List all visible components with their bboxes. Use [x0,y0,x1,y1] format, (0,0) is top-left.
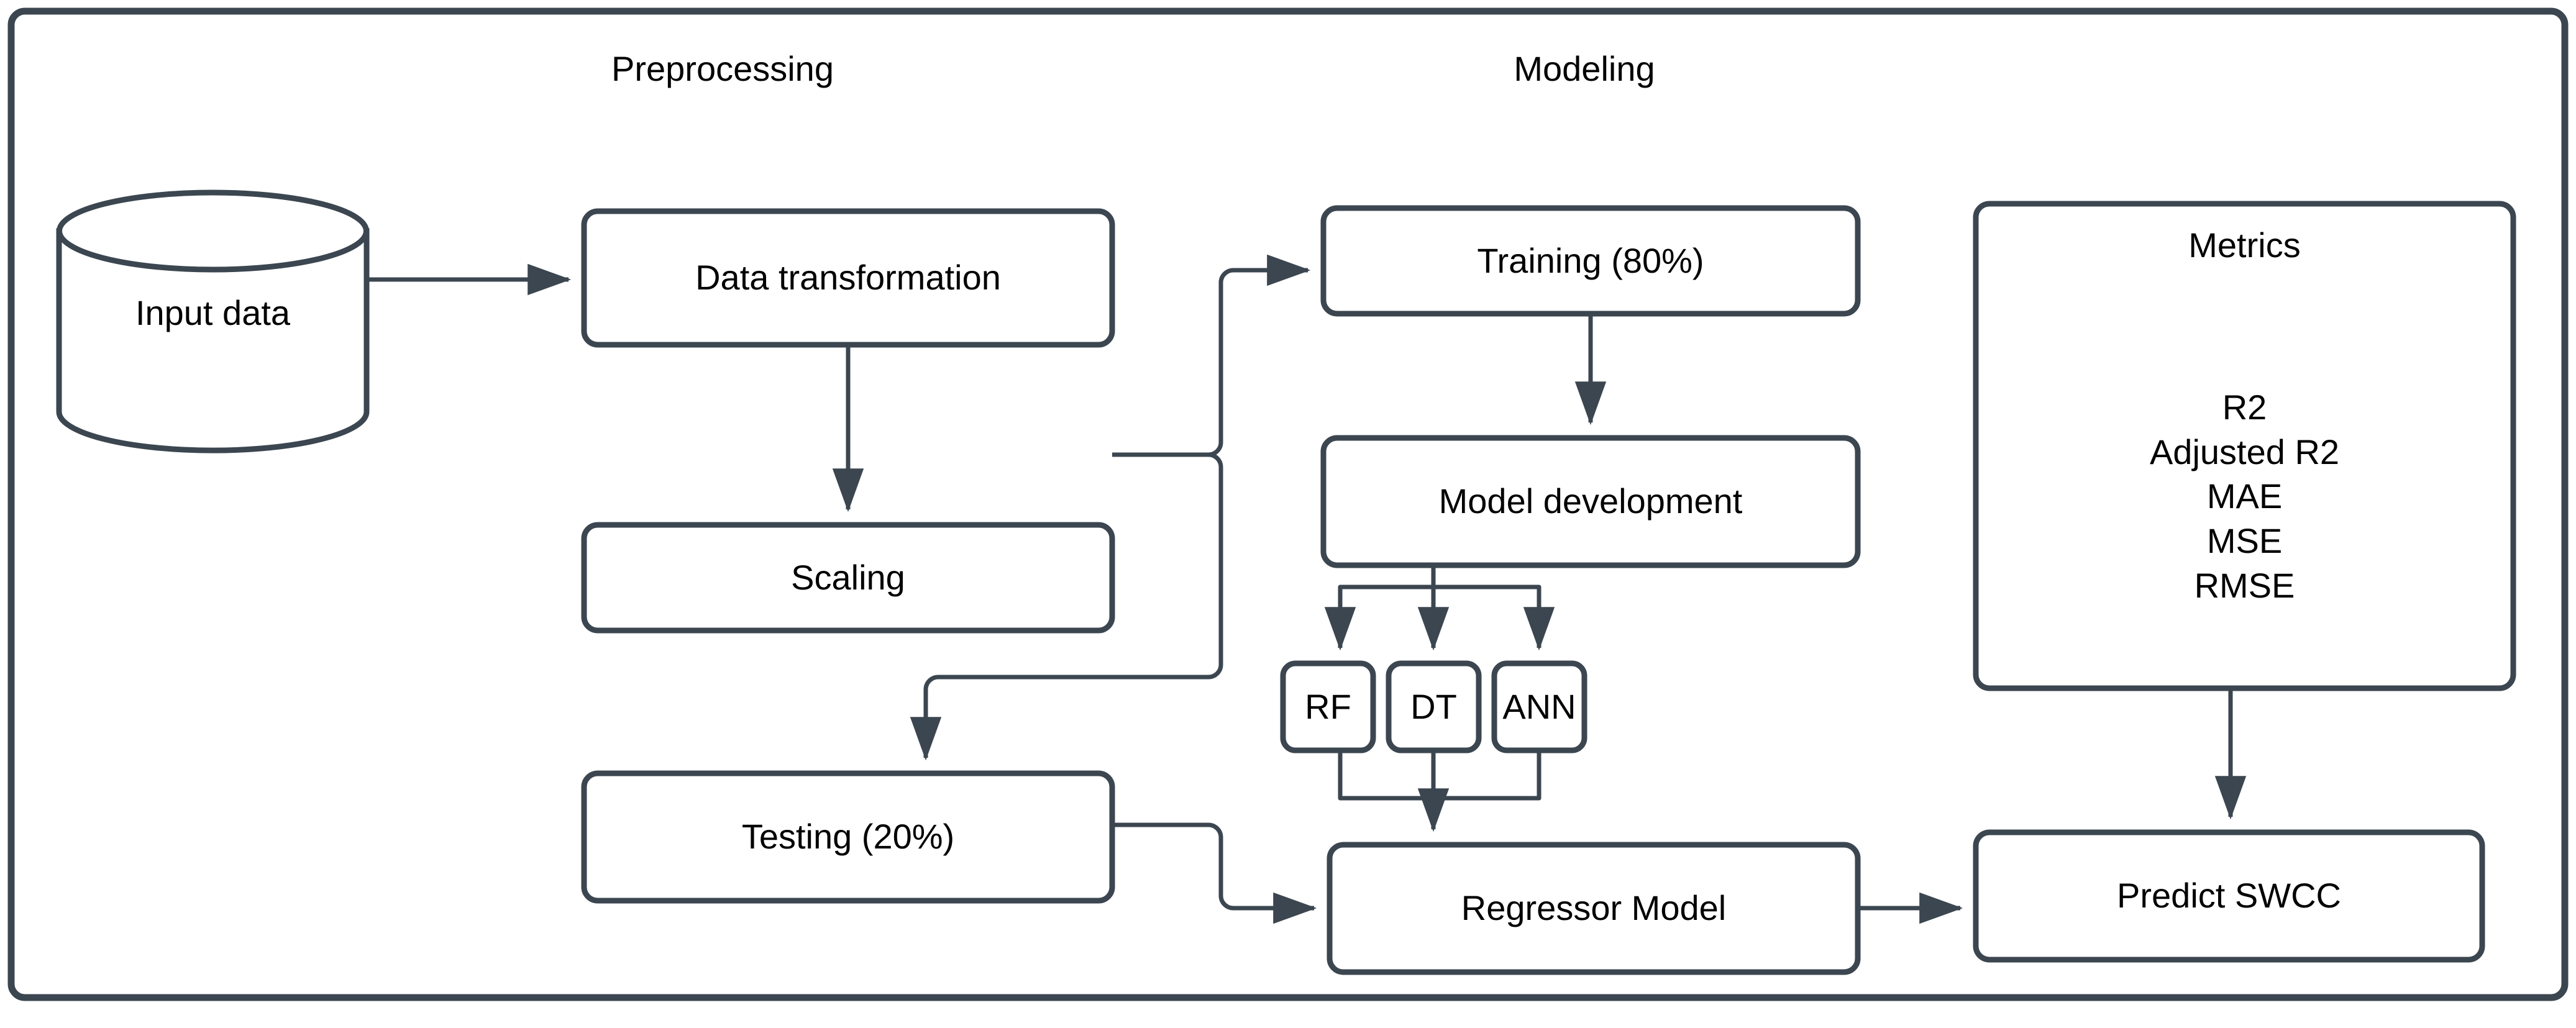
node-data-transformation[interactable] [584,211,1112,345]
metrics-item-mae: MAE [2206,476,2283,516]
node-model-development[interactable] [1323,438,1858,565]
metrics-panel-list: R2 Adjusted R2 MAE MSE RMSE [1976,385,2513,607]
scaling-shape [581,522,1115,634]
testing-shape [581,770,1115,904]
node-ann[interactable] [1494,663,1584,750]
metrics-item-r2: R2 [2222,388,2267,427]
input-data-shape [56,189,370,453]
model-development-shape [1320,435,1861,568]
node-regressor-model[interactable] [1330,845,1858,972]
section-title-modeling: Modeling [1514,49,1655,88]
metrics-panel-title: Metrics [2188,225,2301,265]
edge-ann-to-regressor [1433,750,1541,801]
metrics-item-mse: MSE [2206,521,2283,561]
node-rf[interactable] [1283,663,1373,750]
node-testing[interactable] [584,773,1112,901]
edge-model-dev-to-ann [1433,585,1555,651]
predict-swcc-shape [1973,829,2485,963]
edge-scaling-to-testing [910,452,1223,761]
node-training[interactable] [1323,208,1858,314]
metrics-item-adjusted-r2: Adjusted R2 [2149,432,2340,471]
edge-testing-to-regressor [1112,822,1317,924]
node-dt[interactable] [1389,663,1479,750]
node-input-data[interactable] [59,193,367,450]
node-predict-swcc[interactable] [1976,832,2482,960]
section-title-preprocessing: Preprocessing [611,49,834,88]
metrics-shape [1973,201,2516,691]
edge-scaling-to-training [1112,254,1311,457]
node-scaling[interactable] [584,525,1112,630]
edge-model-dev-to-rf [1324,585,1433,651]
node-metrics[interactable] [1976,204,2513,688]
outer-frame [7,7,2569,1001]
edge-rf-to-regressor [1338,750,1433,801]
metrics-item-rmse: RMSE [2194,565,2295,605]
rf-shape [1280,660,1376,753]
